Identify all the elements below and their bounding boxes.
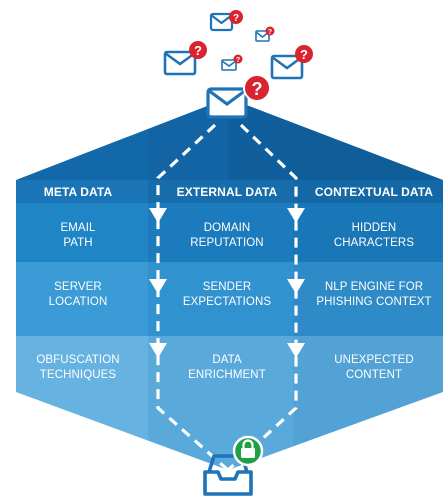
lock-icon — [232, 435, 264, 467]
column-header-contextual-data: CONTEXTUAL DATA — [314, 185, 434, 199]
cell-email-path: EMAIL PATH — [60, 222, 96, 249]
data-panel — [16, 98, 443, 470]
cell-nlp-engine: NLP ENGINE FOR PHISHING CONTEXT — [316, 281, 432, 308]
column-header-external-data: EXTERNAL DATA — [176, 185, 278, 199]
cell-unexpected-content: UNEXPECTED CONTENT — [334, 354, 414, 381]
flow-arrows — [149, 208, 305, 358]
question-mark-icon: ? — [233, 54, 243, 64]
svg-text:?: ? — [300, 47, 308, 62]
svg-text:?: ? — [194, 43, 202, 58]
cell-data-enrichment: DATA ENRICHMENT — [188, 354, 266, 381]
svg-text:?: ? — [236, 57, 240, 64]
question-mark-icon: ? — [229, 10, 243, 24]
question-mark-icon: ? — [243, 74, 271, 102]
cell-domain-reputation: DOMAIN REPUTATION — [190, 222, 264, 249]
mail-icon — [255, 30, 270, 42]
arrow-down-icon — [149, 343, 167, 358]
cell-server-location: SERVER LOCATION — [48, 281, 108, 308]
question-mark-icon: ? — [189, 41, 207, 59]
arrow-down-icon — [287, 279, 305, 294]
mail-icon — [206, 87, 248, 119]
svg-text:?: ? — [233, 13, 239, 24]
arrow-down-icon — [149, 279, 167, 294]
arrow-down-icon — [287, 343, 305, 358]
arrow-down-icon — [287, 208, 305, 223]
mail-icon — [221, 59, 237, 71]
question-mark-icon: ? — [265, 26, 275, 36]
mail-icon — [270, 54, 304, 80]
question-mark-icon: ? — [295, 45, 313, 63]
mail-icon — [163, 50, 197, 76]
cell-obfuscation-techniques: OBFUSCATION TECHNIQUES — [36, 354, 120, 381]
column-header-meta-data: META DATA — [43, 185, 113, 199]
svg-text:?: ? — [268, 29, 272, 36]
cell-sender-expectations: SENDER EXPECTATIONS — [182, 281, 272, 308]
svg-text:?: ? — [252, 79, 263, 99]
cell-hidden-characters: HIDDEN CHARACTERS — [333, 222, 415, 249]
mail-icon — [209, 12, 234, 32]
arrow-down-icon — [149, 208, 167, 223]
